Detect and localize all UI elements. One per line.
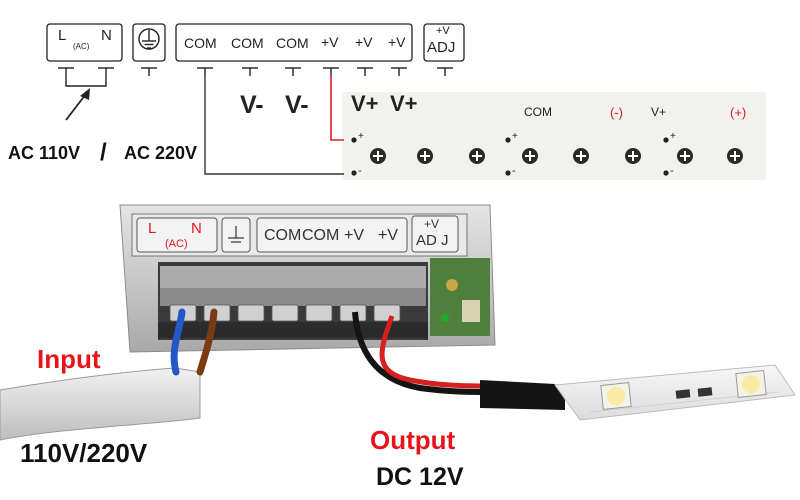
com-wire [204,76,344,175]
ac-label: (AC) [73,42,90,51]
black-output-wire [352,311,491,395]
ac-arrow-head [80,88,90,100]
psu-com-1: COM [264,227,302,244]
v-minus-label-2: V- [285,91,309,119]
psu-n-label: N [191,220,202,237]
strip-minus-label: (-) [610,105,623,120]
strip-pad-plus-1: + [358,131,364,142]
output-value: DC 12V [376,463,464,491]
terminal-markers [58,67,453,76]
ac-bracket [65,76,107,87]
red-output-wire [379,315,491,389]
ac-in-label-b: AC 220V [124,143,198,163]
psu-l-label: L [148,220,157,237]
output-terminal-box [175,23,413,62]
strip-com-label: COM [524,105,552,119]
v-plus-label: V+ [351,91,379,116]
ac-n-label: N [101,27,112,44]
terminal-vplus-1: +V [321,34,339,50]
input-value: 110V/220V [20,438,148,468]
output-label: Output [370,425,456,455]
strip-vplus-label: V+ [651,105,667,119]
psu-vplus-2: +V [378,227,399,244]
adj-label: ADJ [427,39,456,56]
strip-pad-plus-3: + [670,131,676,142]
psu-ground-icon [228,226,244,243]
vplus-wire [330,76,344,141]
ground-icon [138,28,160,50]
psu-ac-label: (AC) [165,238,188,250]
psu-adj-label: AD J [416,232,449,249]
led-resistors [675,387,713,399]
psu-com-2: COM [302,227,340,244]
strip-pad-minus-2: - [512,165,516,177]
terminal-com-3: COM [276,35,309,51]
ac-arrow [65,93,87,121]
led-chip-1 [600,382,632,410]
ac-l-label: L [58,27,67,44]
strip-pad-plus-2: + [512,131,518,142]
strip-screws [370,148,743,164]
strip-plus-label: (+) [730,105,747,120]
heat-shrink [480,380,565,410]
adj-terminal-box [423,23,465,62]
brown-wire [196,308,218,376]
psu-vplus-1: +V [344,227,365,244]
ac-terminal-box [46,23,123,62]
adj-top-label: +V [436,25,450,37]
ground-terminal-box [132,23,166,62]
terminal-com-2: COM [231,35,264,51]
psu-pcb [430,258,490,336]
ac-cable [0,367,201,441]
psu-adj-top: +V [424,217,440,231]
terminal-vplus-2: +V [355,34,373,50]
ac-in-label-a: AC 110V [8,143,81,163]
strip-pads [351,137,669,176]
strip-pad-minus-1: - [358,165,362,177]
ac-in-slash: / [100,139,107,166]
strip-pad-minus-3: - [670,165,674,177]
terminal-com-1: COM [184,35,217,51]
strip-panel-bg [342,92,766,180]
input-label: Input [37,344,101,374]
v-minus-label: V- [240,91,264,119]
blue-wire [170,308,186,376]
terminal-vplus-3: +V [388,34,406,50]
psu-screws [169,304,401,322]
v-plus-label-2: V+ [390,91,418,116]
led-chip-2 [735,370,767,398]
